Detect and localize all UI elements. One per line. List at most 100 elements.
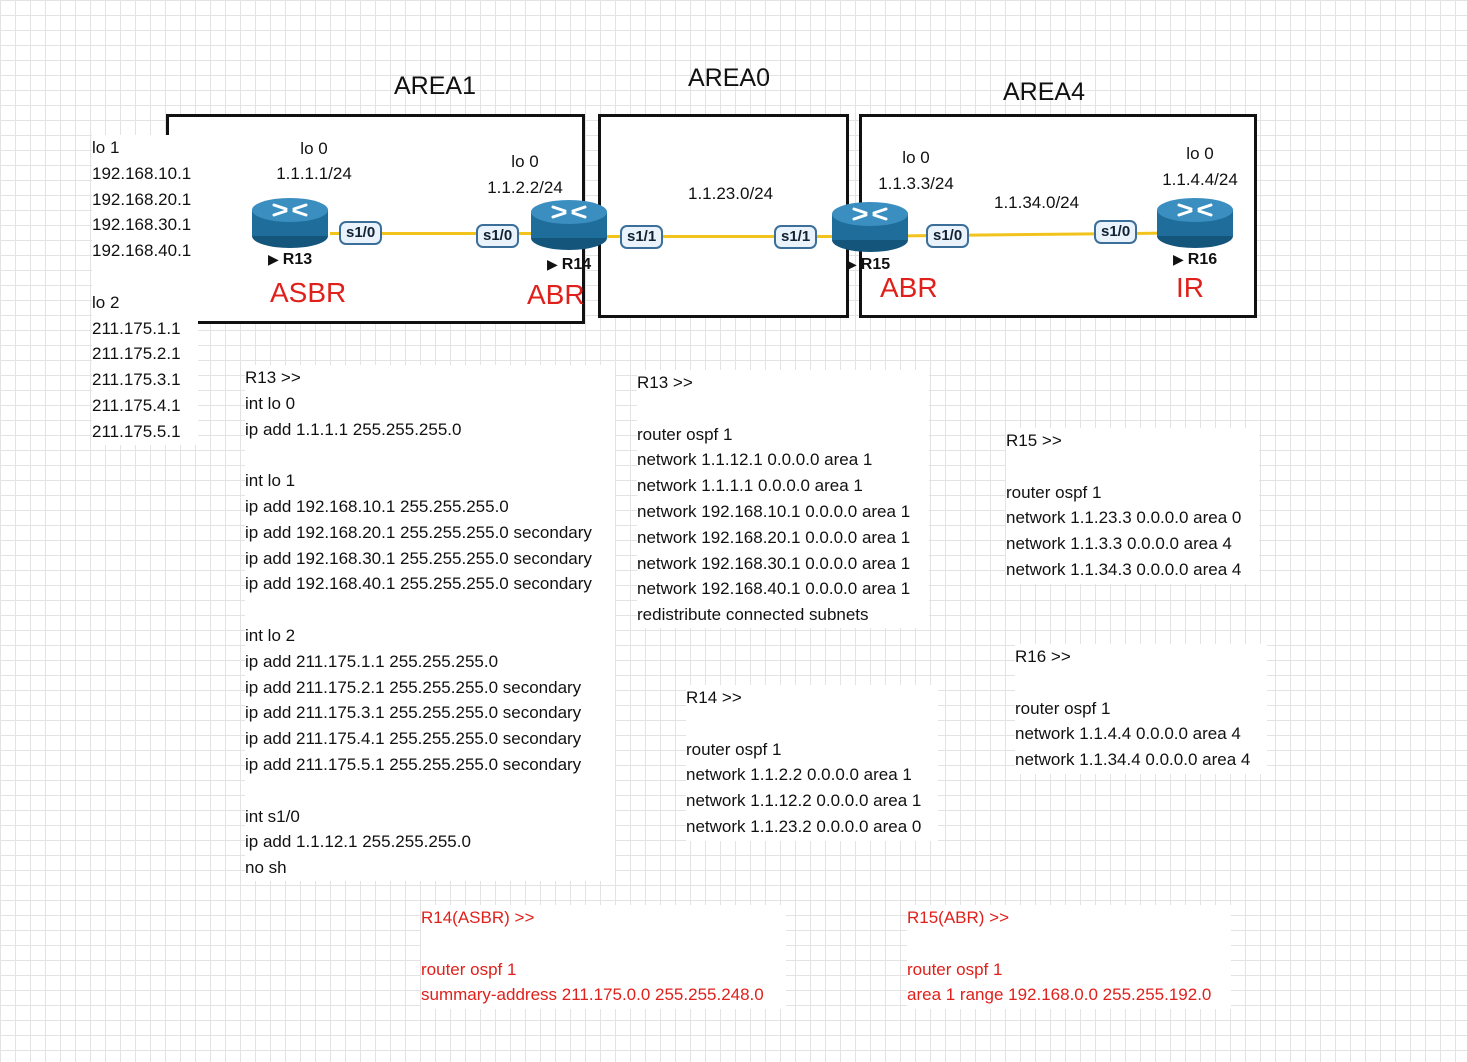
area0-subnet-label: 1.1.23.0/24 (688, 184, 774, 203)
loopback-list-line: 211.175.5.1 (92, 421, 181, 441)
r13-interface-config-line: ip add 211.175.4.1 255.255.255.0 seconda… (245, 729, 582, 749)
r14-asbr-summary-config-line: summary-address 211.175.0.0 255.255.248.… (421, 985, 764, 1005)
loopback-list-line: 192.168.40.1 (92, 241, 192, 261)
area1-box (166, 114, 585, 324)
loopback-list-line (92, 264, 198, 290)
loopback-list-line: 192.168.30.1 (92, 215, 192, 235)
r13-interface-config-line: no sh (245, 858, 287, 878)
r15-ospf-config-line: R15 >> (1006, 431, 1062, 450)
loopback-list-line: lo 2 (92, 292, 120, 312)
r14-ospf-config-line: network 1.1.12.2 0.0.0.0 area 1 (686, 791, 922, 811)
r13-ospf-config: R13 >> router ospf 1 network 1.1.12.1 0.0… (637, 370, 929, 628)
r13-router-icon[interactable] (250, 194, 330, 250)
r15-iface-s1-1[interactable]: s1/1 (774, 225, 818, 249)
loopback-list: lo 1 192.168.10.1 192.168.20.1 192.168.30.1… (92, 135, 198, 445)
area0-box (598, 114, 849, 318)
r15-abr-range-config: R15(ABR) >> router ospf 1 area 1 range 19… (907, 905, 1231, 1009)
r16-name: ▶R16 (1173, 251, 1218, 268)
r13-ospf-config-line: network 192.168.40.1 0.0.0.0 area 1 (637, 579, 911, 599)
r14-asbr-summary-config-line (421, 931, 786, 957)
r16-lo-ip: 1.1.4.4/24 (1162, 170, 1238, 189)
r14-asbr-summary-config-line: router ospf 1 (421, 959, 517, 979)
loopback-list-line: 192.168.10.1 (92, 163, 192, 183)
r15-iface-s1-0[interactable]: s1/0 (926, 224, 970, 248)
r14-role: ABR (527, 279, 585, 310)
r14-iface-s1-0[interactable]: s1/0 (476, 224, 520, 248)
r15-ospf-config-line: network 1.1.34.3 0.0.0.0 area 4 (1006, 559, 1242, 579)
area4-subnet-label: 1.1.34.0/24 (994, 193, 1080, 212)
r15-abr-range-config-line (907, 931, 1231, 957)
r16-router-icon[interactable] (1155, 194, 1235, 250)
r13-interface-config-line (245, 442, 615, 468)
r13-interface-config-line: ip add 192.168.30.1 255.255.255.0 second… (245, 548, 592, 568)
r16-ospf-config-line: R16 >> (1015, 647, 1071, 666)
r13-ospf-config-line: redistribute connected subnets (637, 605, 869, 625)
r13-interface-config-line: ip add 1.1.1.1 255.255.255.0 (245, 419, 462, 439)
loopback-list-line: 211.175.3.1 (92, 370, 181, 390)
link-r13-r14 (330, 232, 535, 235)
loopback-list-line: 211.175.4.1 (92, 395, 181, 415)
r13-interface-config-line: ip add 211.175.5.1 255.255.255.0 seconda… (245, 754, 582, 774)
r13-ospf-config-line (637, 396, 929, 422)
r13-ospf-config-line: network 1.1.12.1 0.0.0.0 area 1 (637, 450, 873, 470)
r14-asbr-summary-config: R14(ASBR) >> router ospf 1 summary-addres… (421, 905, 786, 1009)
r13-interface-config-line: ip add 211.175.3.1 255.255.255.0 seconda… (245, 703, 582, 723)
r13-ospf-config-line: network 192.168.20.1 0.0.0.0 area 1 (637, 527, 911, 547)
r13-ospf-config-line: network 192.168.10.1 0.0.0.0 area 1 (637, 501, 911, 521)
loopback-list-line: 211.175.1.1 (92, 318, 181, 338)
r16-ospf-config-line: router ospf 1 (1015, 698, 1111, 718)
r15-abr-range-config-line: router ospf 1 (907, 959, 1003, 979)
r16-ospf-config: R16 >> router ospf 1 network 1.1.4.4 0.0.… (1015, 644, 1267, 774)
r13-interface-config-line: ip add 211.175.2.1 255.255.255.0 seconda… (245, 677, 582, 697)
link-r14-r15 (605, 235, 837, 238)
r13-iface-s1-0[interactable]: s1/0 (339, 221, 383, 245)
r15-role: ABR (880, 272, 938, 303)
r13-interface-config-line (245, 778, 615, 804)
r13-role: ASBR (270, 277, 347, 308)
r14-ospf-config-line: network 1.1.2.2 0.0.0.0 area 1 (686, 765, 912, 785)
r15-ospf-config-line: network 1.1.23.3 0.0.0.0 area 0 (1006, 508, 1242, 528)
r15-abr-range-config-line: area 1 range 192.168.0.0 255.255.192.0 (907, 985, 1212, 1005)
r13-interface-config-line (245, 597, 615, 623)
r14-ospf-config-line: R14 >> (686, 688, 742, 707)
r14-iface-s1-1[interactable]: s1/1 (620, 225, 664, 249)
r16-ospf-config-line (1015, 670, 1267, 696)
r16-ospf-config-line: network 1.1.34.4 0.0.0.0 area 4 (1015, 750, 1251, 770)
area0-title: AREA0 (688, 64, 770, 92)
r15-abr-range-config-line: R15(ABR) >> (907, 908, 1010, 927)
loopback-list-line: lo 1 (92, 138, 120, 157)
r13-interface-config-line: ip add 1.1.12.1 255.255.255.0 (245, 832, 471, 852)
r13-interface-config-line: R13 >> (245, 368, 301, 387)
r14-ospf-config: R14 >> router ospf 1 network 1.1.2.2 0.0.… (686, 685, 938, 841)
r13-interface-config-line: int lo 0 (245, 393, 296, 413)
r14-lo-ip: 1.1.2.2/24 (487, 178, 563, 197)
r15-ospf-config-line: router ospf 1 (1006, 482, 1102, 502)
r15-ospf-config: R15 >> router ospf 1 network 1.1.23.3 0.0… (1006, 428, 1259, 584)
r13-interface-config-line: ip add 192.168.20.1 255.255.255.0 second… (245, 522, 592, 542)
r13-ospf-config-line: R13 >> (637, 373, 693, 392)
r13-interface-config-line: ip add 211.175.1.1 255.255.255.0 (245, 651, 499, 671)
r13-lo-label: lo 0 (300, 139, 328, 158)
r14-asbr-summary-config-line: R14(ASBR) >> (421, 908, 535, 927)
r14-lo-label: lo 0 (511, 152, 539, 171)
r15-lo-ip: 1.1.3.3/24 (878, 174, 954, 193)
r13-ospf-config-line: router ospf 1 (637, 424, 733, 444)
r16-lo-label: lo 0 (1186, 144, 1214, 163)
r15-router-icon[interactable] (830, 198, 910, 254)
r13-interface-config-line: int lo 2 (245, 625, 296, 645)
r16-iface-s1-0[interactable]: s1/0 (1094, 220, 1138, 244)
r15-ospf-config-line: network 1.1.3.3 0.0.0.0 area 4 (1006, 534, 1232, 554)
r14-ospf-config-line (686, 711, 938, 737)
r13-interface-config-line: ip add 192.168.10.1 255.255.255.0 (245, 496, 509, 516)
r13-ospf-config-line: network 1.1.1.1 0.0.0.0 area 1 (637, 476, 863, 496)
r15-lo-label: lo 0 (902, 148, 930, 167)
r16-role: IR (1176, 272, 1204, 303)
r13-name: ▶R13 (268, 251, 313, 268)
r13-interface-config-line: int lo 1 (245, 471, 296, 491)
r14-router-icon[interactable] (529, 196, 609, 252)
r13-interface-config-line: int s1/0 (245, 806, 300, 826)
r13-lo-ip: 1.1.1.1/24 (276, 164, 352, 183)
loopback-list-line: 192.168.20.1 (92, 189, 192, 209)
r14-ospf-config-line: router ospf 1 (686, 739, 782, 759)
r16-ospf-config-line: network 1.1.4.4 0.0.0.0 area 4 (1015, 724, 1241, 744)
